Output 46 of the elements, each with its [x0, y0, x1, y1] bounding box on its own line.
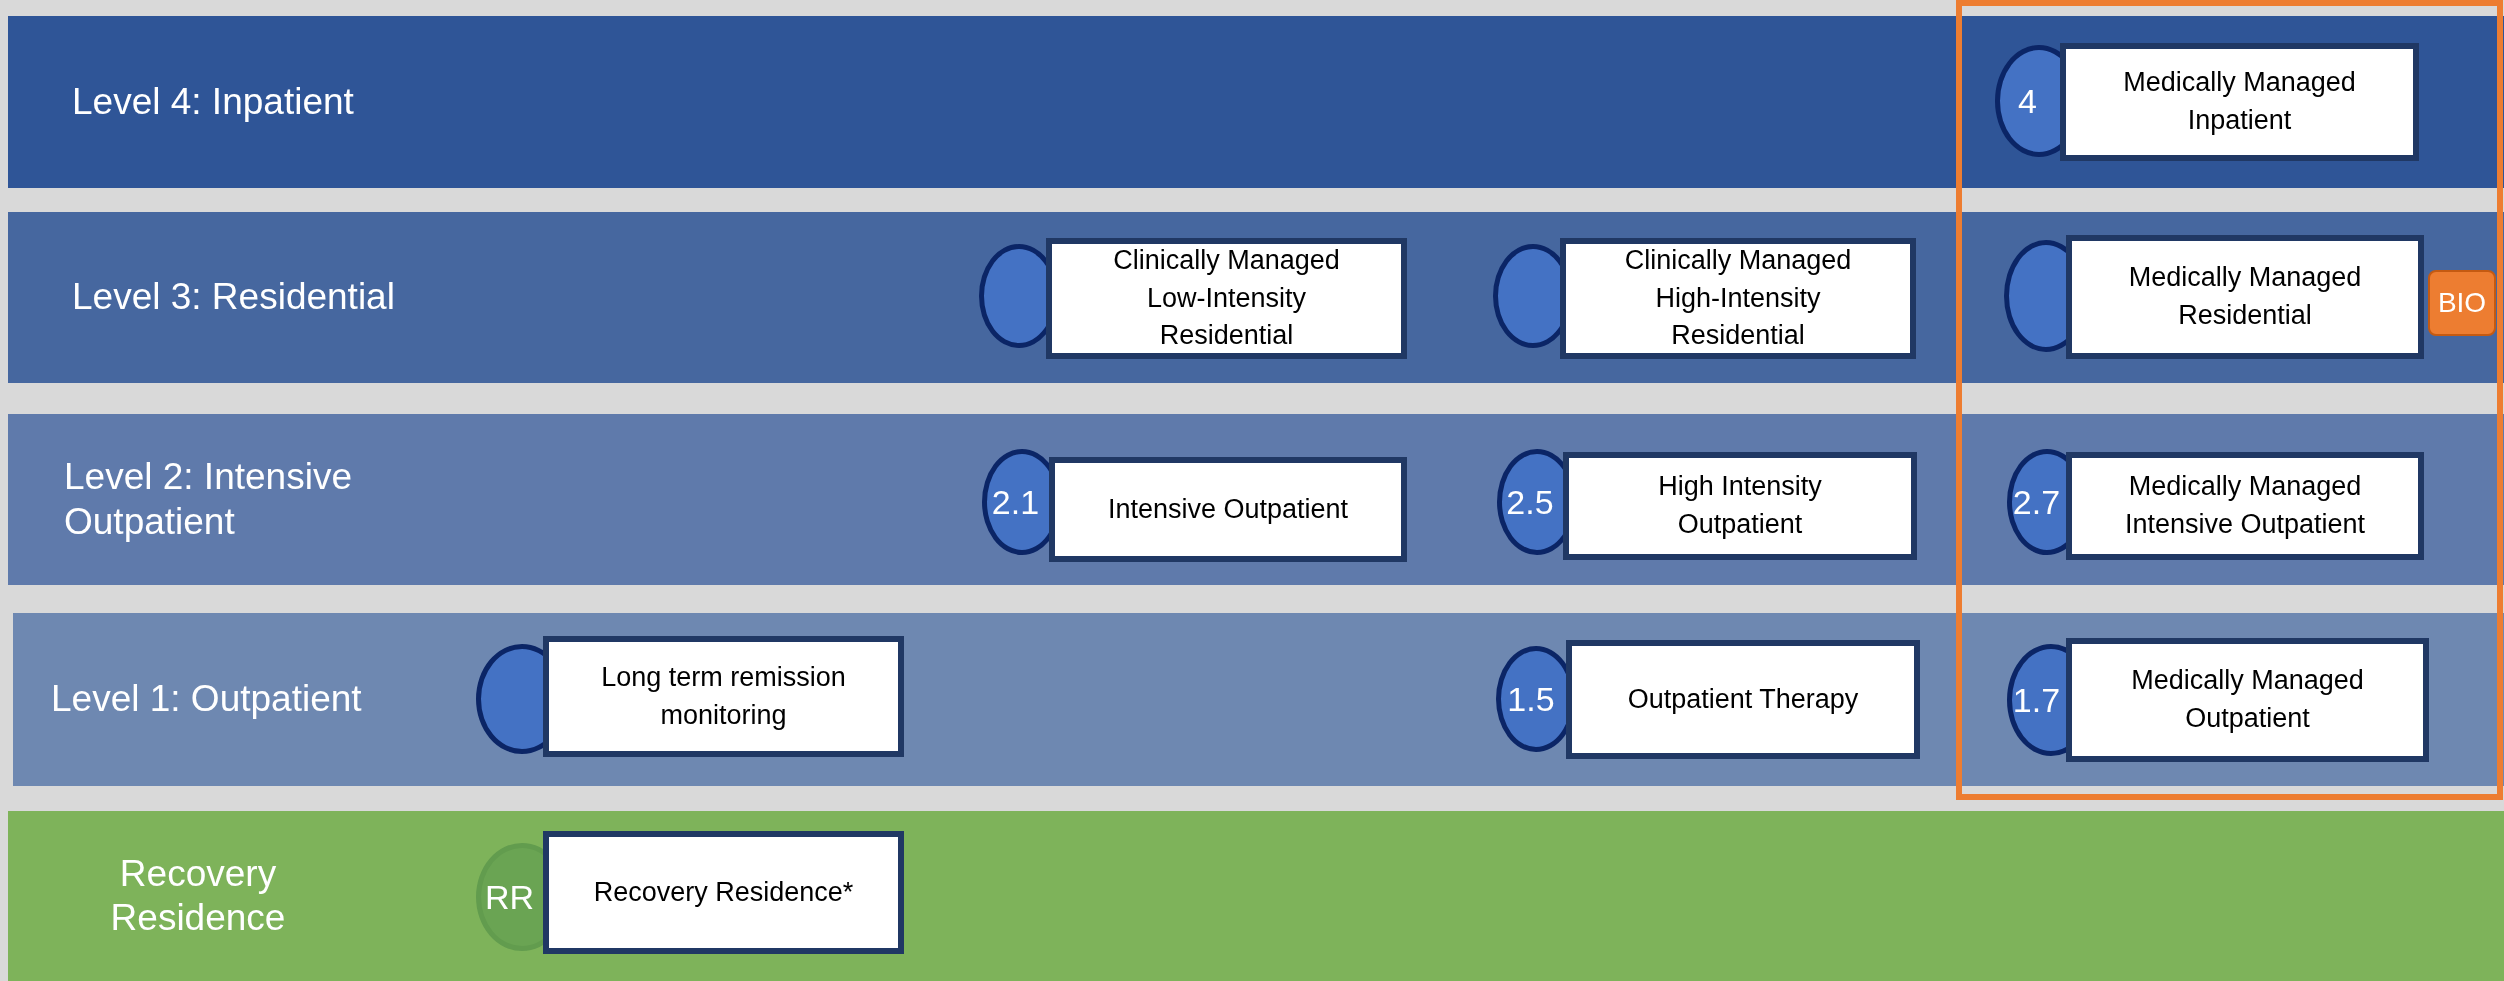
service-label: Medically Managed Outpatient: [2130, 664, 2365, 735]
service-box: [2060, 43, 2419, 161]
service-label: Intensive Outpatient: [1107, 492, 1349, 526]
tag-label: BIO: [2437, 287, 2487, 319]
level-label: Level 1: Outpatient: [51, 677, 362, 722]
level-band: [8, 811, 2504, 981]
service-box: [2066, 235, 2424, 359]
service-label: Medically Managed Inpatient: [2122, 66, 2357, 137]
service-box: [1046, 238, 1407, 359]
service-label: Clinically Managed High-Intensity Residential: [1623, 243, 1853, 353]
service-box: [543, 831, 904, 954]
service-label: Long term remission monitoring: [600, 660, 847, 732]
level-label: Level 4: Inpatient: [72, 79, 354, 124]
service-box: [1049, 457, 1407, 562]
level-number: 1.7: [2011, 679, 2062, 721]
level-number: RR: [483, 876, 536, 918]
service-label: Medically Managed Intensive Outpatient: [2123, 470, 2367, 541]
level-band: [8, 16, 2504, 188]
level-number: 4: [2017, 80, 2038, 122]
level-band: [13, 613, 2504, 786]
level-circle: [476, 644, 543, 754]
service-label: Recovery Residence*: [593, 875, 854, 909]
service-label: Medically Managed Residential: [2127, 261, 2363, 332]
level-band: [8, 212, 2504, 383]
service-box: [2066, 638, 2429, 762]
service-box: [543, 636, 904, 757]
level-label: Level 2: Intensive Outpatient: [64, 455, 353, 544]
level-circle: [476, 843, 543, 951]
level-number: 2.7: [2011, 481, 2062, 523]
level-number: 2.5: [1505, 481, 1555, 523]
level-number: 2.1: [990, 481, 1041, 523]
level-label: Level 3: Residential: [72, 275, 395, 320]
service-label: Outpatient Therapy: [1627, 682, 1859, 716]
service-box: [1566, 640, 1920, 759]
service-label: Clinically Managed Low-Intensity Residential: [1112, 243, 1341, 353]
level-label: Recovery Residence: [109, 851, 287, 940]
level-band: [8, 414, 2504, 585]
level-circle: [2004, 240, 2066, 352]
level-circle: [2007, 449, 2066, 555]
service-label: High Intensity Outpatient: [1657, 470, 1823, 541]
tag-badge: [2428, 270, 2496, 336]
level-number: 1.5: [1506, 678, 1556, 720]
service-box: [2066, 452, 2424, 560]
service-box: [1563, 452, 1917, 560]
service-box: [1560, 238, 1916, 359]
level-circle: [2007, 644, 2066, 756]
